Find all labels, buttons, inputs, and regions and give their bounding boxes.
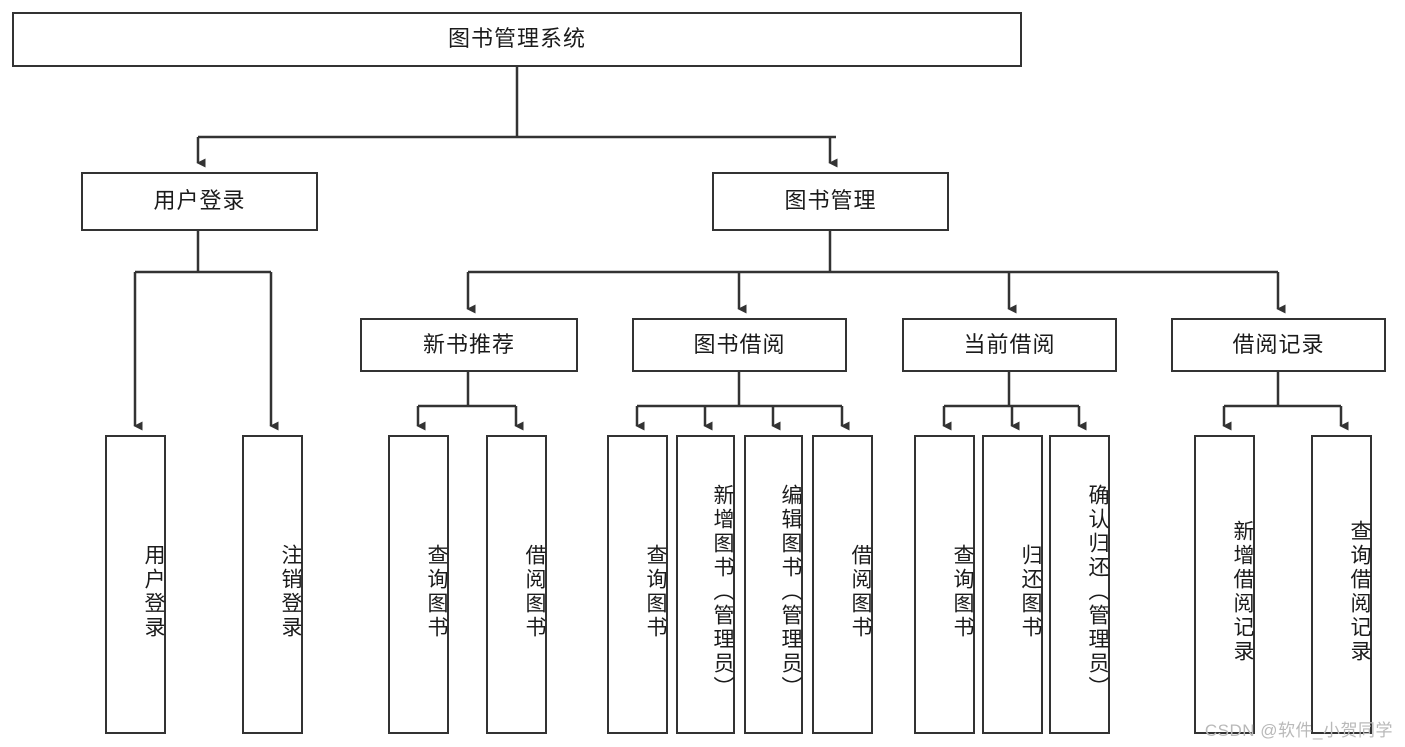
node-label: 归还图书 bbox=[1019, 543, 1042, 640]
leaf-book-borrow-add-book-admin[interactable]: 新增图书（管理员） bbox=[676, 435, 735, 734]
leaf-book-borrow-borrow-book[interactable]: 借阅图书 bbox=[812, 435, 873, 734]
leaf-current-borrow-confirm-return-admin[interactable]: 确认归还（管理员） bbox=[1049, 435, 1110, 734]
node-label: 注销登录 bbox=[279, 543, 302, 640]
node-label: 编辑图书（管理员） bbox=[779, 483, 802, 700]
node-label: 查询图书 bbox=[951, 543, 974, 640]
node-book-management[interactable]: 图书管理 bbox=[712, 172, 949, 231]
node-label: 新增图书（管理员） bbox=[711, 483, 734, 700]
leaf-user-login-login[interactable]: 用户登录 bbox=[105, 435, 166, 734]
leaf-new-book-query-book[interactable]: 查询图书 bbox=[388, 435, 449, 734]
leaf-book-borrow-edit-book-admin[interactable]: 编辑图书（管理员） bbox=[744, 435, 803, 734]
leaf-borrow-record-add-record[interactable]: 新增借阅记录 bbox=[1194, 435, 1255, 734]
node-label: 新书推荐 bbox=[422, 331, 515, 357]
node-label: 查询图书 bbox=[425, 543, 448, 640]
node-label: 查询借阅记录 bbox=[1348, 519, 1371, 664]
leaf-new-book-borrow-book[interactable]: 借阅图书 bbox=[486, 435, 547, 734]
node-label: 图书借阅 bbox=[693, 331, 786, 357]
node-label: 用户登录 bbox=[142, 543, 165, 640]
node-label: 借阅图书 bbox=[523, 543, 546, 640]
node-user-login[interactable]: 用户登录 bbox=[81, 172, 318, 231]
node-current-borrow[interactable]: 当前借阅 bbox=[902, 318, 1117, 372]
node-label: 图书管理 bbox=[784, 188, 877, 214]
leaf-book-borrow-query-book[interactable]: 查询图书 bbox=[607, 435, 668, 734]
node-new-book-recommend[interactable]: 新书推荐 bbox=[360, 318, 578, 372]
node-label: 用户登录 bbox=[153, 188, 246, 214]
leaf-current-borrow-query-book[interactable]: 查询图书 bbox=[914, 435, 975, 734]
node-label: 当前借阅 bbox=[963, 331, 1056, 357]
node-label: 图书管理系统 bbox=[447, 26, 586, 52]
node-book-borrow[interactable]: 图书借阅 bbox=[632, 318, 847, 372]
node-root-book-management-system[interactable]: 图书管理系统 bbox=[12, 12, 1022, 67]
node-label: 新增借阅记录 bbox=[1231, 519, 1254, 664]
node-borrow-record[interactable]: 借阅记录 bbox=[1171, 318, 1386, 372]
leaf-borrow-record-query-record[interactable]: 查询借阅记录 bbox=[1311, 435, 1372, 734]
node-label: 借阅图书 bbox=[849, 543, 872, 640]
node-label: 确认归还（管理员） bbox=[1086, 483, 1109, 700]
node-label: 借阅记录 bbox=[1232, 331, 1325, 357]
node-label: 查询图书 bbox=[644, 543, 667, 640]
leaf-current-borrow-return-book[interactable]: 归还图书 bbox=[982, 435, 1043, 734]
leaf-user-login-logout[interactable]: 注销登录 bbox=[242, 435, 303, 734]
